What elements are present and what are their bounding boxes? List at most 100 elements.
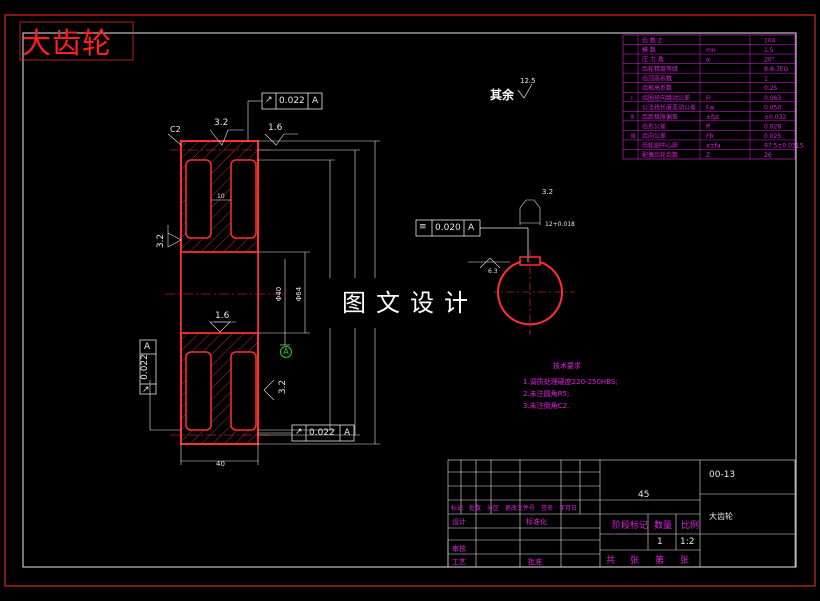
hub-end-view	[468, 199, 575, 335]
param-value-8: ±0.032	[764, 114, 786, 121]
rest-roughness-value: 12.5	[520, 77, 536, 85]
param-sym-11: a±fa	[706, 142, 721, 149]
standard-label: 标准化	[526, 518, 547, 526]
param-name-3: 齿轮精度等级	[642, 65, 678, 73]
param-name-4: 齿顶高系数	[642, 75, 672, 83]
param-value-2: 20°	[764, 57, 775, 64]
param-value-0: 104	[764, 38, 776, 45]
tech-req-title: 技术要求	[553, 362, 581, 370]
runout-left-datum: A	[144, 342, 151, 352]
param-value-3: 8-8-7EG	[764, 66, 789, 73]
qty: 1	[657, 537, 663, 547]
rough-top-left: 3.2	[214, 118, 229, 128]
param-name-12: 配偶齿轮齿数	[642, 151, 678, 159]
total-label: 共	[606, 556, 616, 566]
symmetry-icon: ≡	[419, 222, 427, 232]
runout-bottom-value: 0.022	[309, 428, 335, 438]
param-sym-10: Fb	[706, 133, 713, 140]
param-sym-6: Fr	[706, 95, 712, 102]
param-value-4: 1	[764, 76, 768, 83]
param-name-1: 模 数	[642, 46, 656, 54]
drawing-no: 00-13	[709, 470, 736, 480]
revision-header-0: 标记	[451, 505, 464, 512]
process-label: 工艺	[452, 558, 466, 566]
outer-border	[4, 14, 816, 587]
param-name-2: 压 力 角	[642, 56, 664, 64]
param-name-9: 齿形公差	[642, 122, 666, 130]
runout-bottom-datum: A	[344, 428, 351, 438]
watermark: 图文设计	[326, 278, 494, 328]
tech-req-item-2: 2.未注圆角R5;	[523, 390, 570, 398]
param-value-7: 0.050	[764, 104, 781, 111]
revision-header-4: 签名	[541, 505, 554, 512]
param-name-10: 齿向公差	[642, 132, 666, 140]
tech-req-item-3: 3.未注倒角C2.	[523, 402, 570, 410]
param-name-5: 齿根高系数	[642, 84, 672, 92]
inner-border	[22, 32, 797, 568]
param-table-rows: 齿 数 Z 104 模 数 mn 1.5 压 力 角 α 20° 齿轮精度等级 8-8-7EG 齿顶…	[623, 35, 804, 159]
review-label: 审核	[452, 545, 466, 553]
title-stamp: 大齿轮	[22, 26, 113, 60]
runout-left-value: 0.022	[139, 354, 150, 380]
runout-top-icon: ↗	[265, 95, 273, 105]
title-stamp-box	[19, 21, 134, 61]
title-block-lines	[447, 459, 796, 568]
keyway-rough: 3.2	[542, 188, 554, 196]
param-value-12: 26	[764, 152, 772, 159]
tech-req-item-1: 1.调质处理硬度220-250HBS;	[523, 378, 618, 386]
gear-section	[165, 140, 285, 445]
param-value-6: 0.063	[764, 95, 781, 102]
rough-left: 3.2	[156, 233, 167, 249]
dim-d64: Φ64	[295, 286, 304, 302]
param-value-11: 97.5±0.0315	[764, 142, 804, 149]
param-name-8: 齿距极限偏差	[642, 113, 678, 121]
rough-bore: 1.6	[215, 311, 230, 321]
part-name: 大齿轮	[709, 512, 733, 521]
param-sym-12: Z	[706, 152, 710, 159]
scale-label: 比例	[681, 521, 700, 531]
param-name-6: 齿圈径向跳动公差	[642, 94, 690, 102]
sheet-unit-label: 张	[680, 556, 690, 566]
runout-bottom-icon: ↗	[295, 427, 303, 437]
datum-a-symbol: A	[280, 346, 292, 358]
keyway-width: 12+0.018	[545, 221, 575, 228]
runout-left-icon: ↗	[142, 385, 150, 395]
keyway-rough2: 6.3	[488, 268, 498, 275]
scale: 1:2	[680, 537, 695, 547]
param-sym-1: mn	[706, 47, 716, 54]
revision-header-5: 年月日	[559, 505, 578, 512]
runout-frames	[139, 92, 529, 442]
param-sym-2: α	[706, 57, 710, 64]
weight-label: 数量	[654, 521, 673, 531]
param-sym-7: Fw	[706, 104, 714, 111]
approve-label: 批准	[528, 558, 542, 566]
param-value-1: 1.5	[764, 47, 774, 54]
revision-headers: 标记处数分区更改文件号签名年月日	[451, 503, 577, 512]
design-label: 设计	[452, 518, 466, 526]
rest-roughness-label: 其余	[490, 88, 515, 102]
revision-header-1: 处数	[469, 505, 482, 512]
rough-top-right: 1.6	[268, 123, 283, 133]
param-sym-8: ±fpt	[706, 114, 720, 121]
chamfer-label: C2	[170, 125, 181, 134]
material: 45	[638, 490, 650, 500]
revision-header-3: 更改文件号	[505, 505, 536, 512]
param-value-10: 0.025	[764, 133, 781, 140]
stage-mark: 阶段标记	[612, 521, 649, 531]
web-width: 10	[217, 193, 225, 200]
rough-right: 3.2	[278, 379, 289, 395]
param-group-8: Ⅱ	[631, 114, 634, 121]
param-name-0: 齿 数 Z	[642, 37, 662, 45]
sheets-label: 张	[630, 556, 640, 566]
param-group-6: Ⅰ	[631, 95, 633, 102]
runout-top-datum: A	[312, 96, 319, 106]
param-name-7: 公法线长度变动公差	[642, 103, 696, 111]
runout-top-value: 0.022	[279, 96, 305, 106]
param-value-5: 0.25	[764, 85, 778, 92]
revision-header-2: 分区	[487, 505, 500, 512]
param-value-9: 0.028	[764, 123, 781, 130]
symmetry-value: 0.020	[435, 223, 461, 233]
param-group-10: Ⅲ	[631, 133, 635, 140]
symmetry-datum: A	[468, 223, 475, 233]
